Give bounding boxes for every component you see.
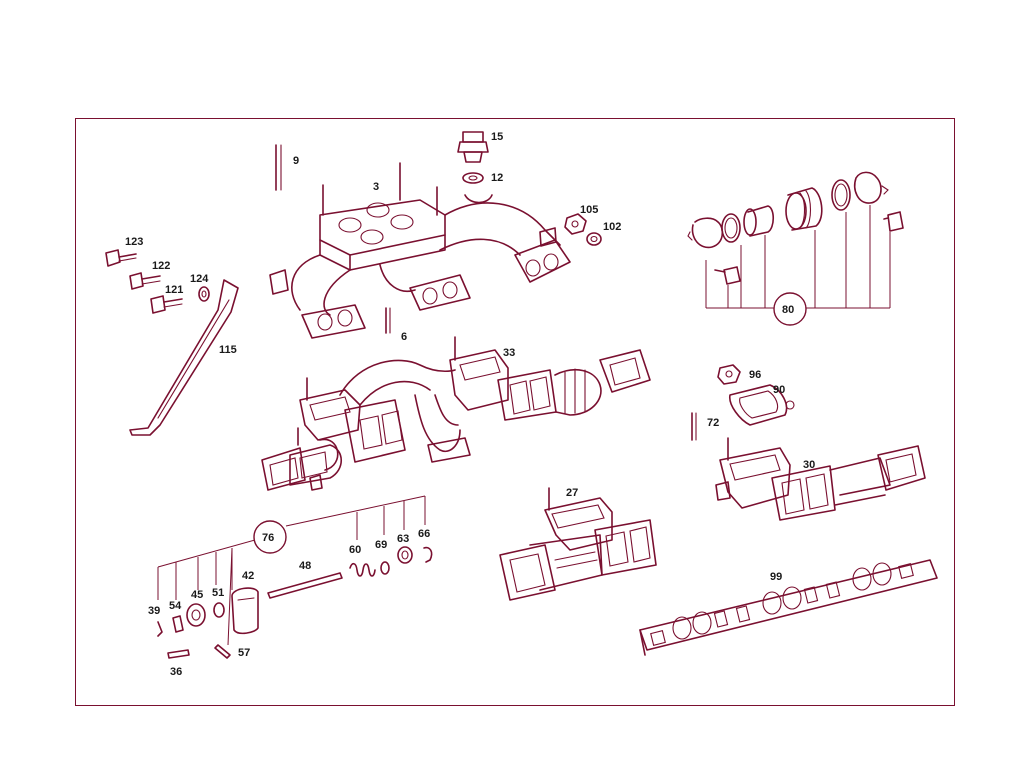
nut-105 (564, 213, 587, 235)
lower-manifold-33 (261, 336, 651, 491)
nut-96 (717, 364, 741, 385)
diagram-frame (75, 118, 955, 706)
callout-90: 90 (773, 384, 785, 396)
gasket-90 (729, 384, 795, 426)
washer-12 (462, 172, 484, 184)
stud-9 (275, 144, 282, 191)
callout-76: 76 (262, 532, 274, 544)
bolt-123 (105, 249, 137, 267)
callout-45: 45 (191, 589, 203, 601)
callout-27: 27 (566, 487, 578, 499)
hose-assembly-80 (687, 171, 904, 285)
callout-72: 72 (707, 417, 719, 429)
washer-102 (586, 232, 602, 246)
fitting-15 (457, 131, 489, 163)
callout-115: 115 (219, 344, 237, 356)
callout-99: 99 (770, 571, 782, 583)
callout-54: 54 (169, 600, 182, 612)
callout-57: 57 (238, 647, 250, 659)
callout-66: 66 (418, 528, 430, 540)
callout-ring-76 (253, 520, 287, 554)
gasket-99 (639, 559, 938, 656)
callout-6: 6 (401, 331, 407, 343)
callout-36: 36 (170, 666, 182, 678)
bracket-115 (129, 279, 239, 436)
callout-51: 51 (212, 587, 224, 599)
callout-33: 33 (503, 347, 515, 359)
hose-assembly-80-leaders (705, 205, 891, 309)
bolt-122 (129, 272, 161, 290)
callout-ring-80 (773, 292, 807, 326)
callout-96: 96 (749, 369, 761, 381)
callout-123: 123 (125, 236, 143, 248)
callout-121: 121 (165, 284, 183, 296)
callout-9: 9 (293, 155, 299, 167)
washer-124 (198, 286, 210, 302)
callout-124: 124 (190, 273, 209, 285)
callout-122: 122 (152, 260, 170, 272)
hardware-group-76-leaders (157, 495, 426, 646)
stud-72 (691, 412, 697, 441)
callout-102: 102 (603, 221, 621, 233)
callout-105: 105 (580, 204, 598, 216)
callout-30: 30 (803, 459, 815, 471)
exhaust-manifold-30 (715, 437, 926, 521)
callout-69: 69 (375, 539, 387, 551)
callout-80: 80 (782, 304, 794, 316)
callout-42: 42 (242, 570, 254, 582)
callout-12: 12 (491, 172, 503, 184)
callout-60: 60 (349, 544, 361, 556)
stud-6 (385, 307, 391, 334)
exhaust-manifold-27 (499, 487, 657, 601)
bolt-121 (150, 295, 183, 314)
callout-39: 39 (148, 605, 160, 617)
hardware-group-76 (157, 546, 433, 659)
upper-intake-manifold (269, 162, 571, 339)
callout-3: 3 (373, 181, 379, 193)
callout-63: 63 (397, 533, 409, 545)
callout-15: 15 (491, 131, 503, 143)
callout-48: 48 (299, 560, 311, 572)
